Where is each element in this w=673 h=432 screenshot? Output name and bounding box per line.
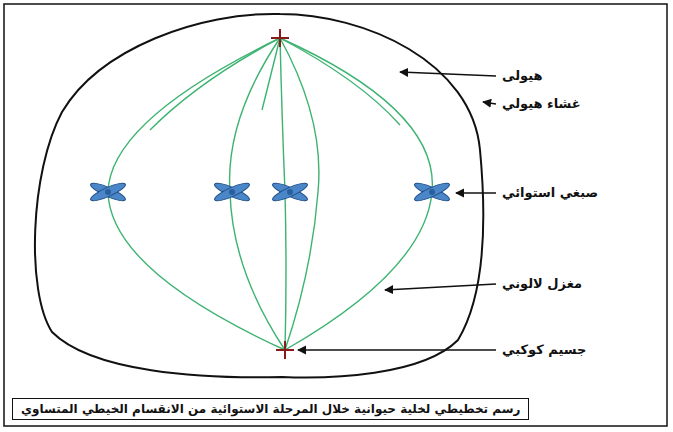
caption: رسم تخطيطي لخلية حيوانية خلال المرحلة ال… xyxy=(12,398,529,420)
label-spindle: مغزل لالوني xyxy=(502,276,582,292)
label-membrane: غشاء هيولي xyxy=(502,96,581,112)
centrosomes xyxy=(271,29,294,359)
label-centrosome: جسيم كوكبي xyxy=(502,342,586,358)
spindle-fibers xyxy=(108,38,432,350)
label-cytoplasm: هيولى xyxy=(502,68,543,84)
outer-frame xyxy=(4,4,667,426)
chromosomes xyxy=(89,180,451,204)
cell-membrane xyxy=(35,14,483,378)
leader-lines xyxy=(298,72,496,350)
label-chromosome: صبغي استوائي xyxy=(502,185,598,201)
